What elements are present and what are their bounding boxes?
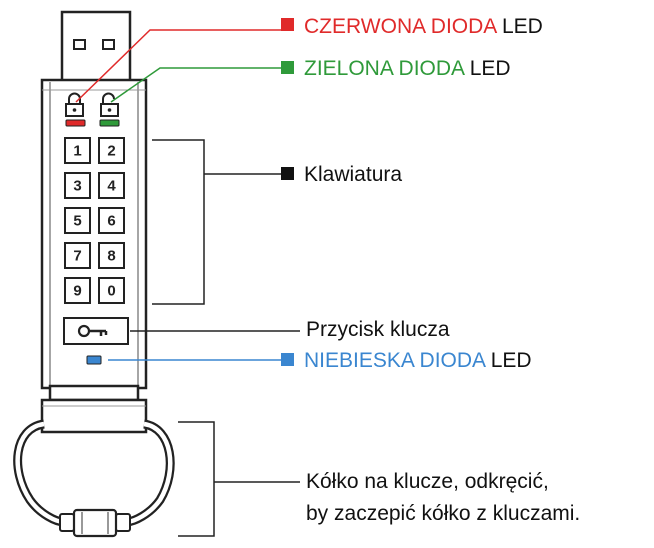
key-frame (64, 242, 91, 269)
key-ring-label-line2: by zaczepić kółko z kluczami. (306, 502, 581, 525)
key-frame (98, 207, 125, 234)
red-led (65, 119, 86, 127)
key-label: 1 (73, 143, 81, 160)
usb-connector (60, 10, 132, 84)
blue-led-label: NIEBIESKA DIODA LED (304, 350, 532, 371)
key-frame (98, 277, 125, 304)
key-button-label: Przycisk klucza (306, 318, 450, 341)
leader-lines (75, 29, 300, 537)
key-label: 3 (73, 178, 81, 195)
key-frame (98, 137, 125, 164)
key-label: 5 (73, 213, 81, 230)
key-frame (64, 137, 91, 164)
key-0[interactable]: 0 (98, 277, 125, 304)
key-2[interactable]: 2 (98, 137, 125, 164)
red-swatch (281, 18, 294, 31)
key-label: 0 (107, 283, 115, 300)
key-frame (64, 277, 91, 304)
black-swatch (281, 167, 294, 180)
key-frame (64, 207, 91, 234)
blue-led-label-suffix: LED (484, 349, 532, 372)
key-6[interactable]: 6 (98, 207, 125, 234)
blue-swatch (281, 353, 294, 366)
blue-led-label-colored: NIEBIESKA DIODA (304, 349, 485, 372)
key-frame (64, 172, 91, 199)
key-9[interactable]: 9 (64, 277, 91, 304)
keypad-label: Klawiatura (304, 163, 403, 186)
key-ring-holder (40, 384, 148, 434)
key-icon (77, 324, 108, 338)
key-1[interactable]: 1 (64, 137, 91, 164)
keypad: 1 2 3 4 5 6 7 8 9 0 (64, 137, 125, 304)
red-led-label: CZERWONA DIODA LED (304, 16, 543, 37)
key-label: 8 (107, 248, 115, 265)
key-5[interactable]: 5 (64, 207, 91, 234)
green-led (99, 119, 120, 127)
green-led-label-colored: ZIELONA DIODA (304, 57, 464, 80)
key-button[interactable] (63, 317, 129, 345)
red-led-label-colored: CZERWONA DIODA (304, 15, 497, 38)
lock-icon-left (65, 92, 84, 117)
green-led-label: ZIELONA DIODA LED (304, 58, 511, 79)
key-3[interactable]: 3 (64, 172, 91, 199)
red-led-label-suffix: LED (496, 15, 543, 38)
blue-led (86, 355, 102, 365)
key-label: 7 (73, 248, 81, 265)
key-frame (98, 172, 125, 199)
key-4[interactable]: 4 (98, 172, 125, 199)
lock-icon-right (100, 92, 119, 117)
key-ring-label-line1: Kółko na klucze, odkręcić, (306, 470, 549, 493)
key-frame (98, 242, 125, 269)
green-swatch (281, 61, 294, 74)
key-label: 9 (73, 283, 81, 300)
key-label: 2 (107, 143, 115, 160)
key-8[interactable]: 8 (98, 242, 125, 269)
key-label: 4 (107, 178, 116, 195)
green-led-label-suffix: LED (463, 57, 511, 80)
key-label: 6 (107, 213, 115, 230)
key-ring (13, 419, 175, 538)
key-7[interactable]: 7 (64, 242, 91, 269)
